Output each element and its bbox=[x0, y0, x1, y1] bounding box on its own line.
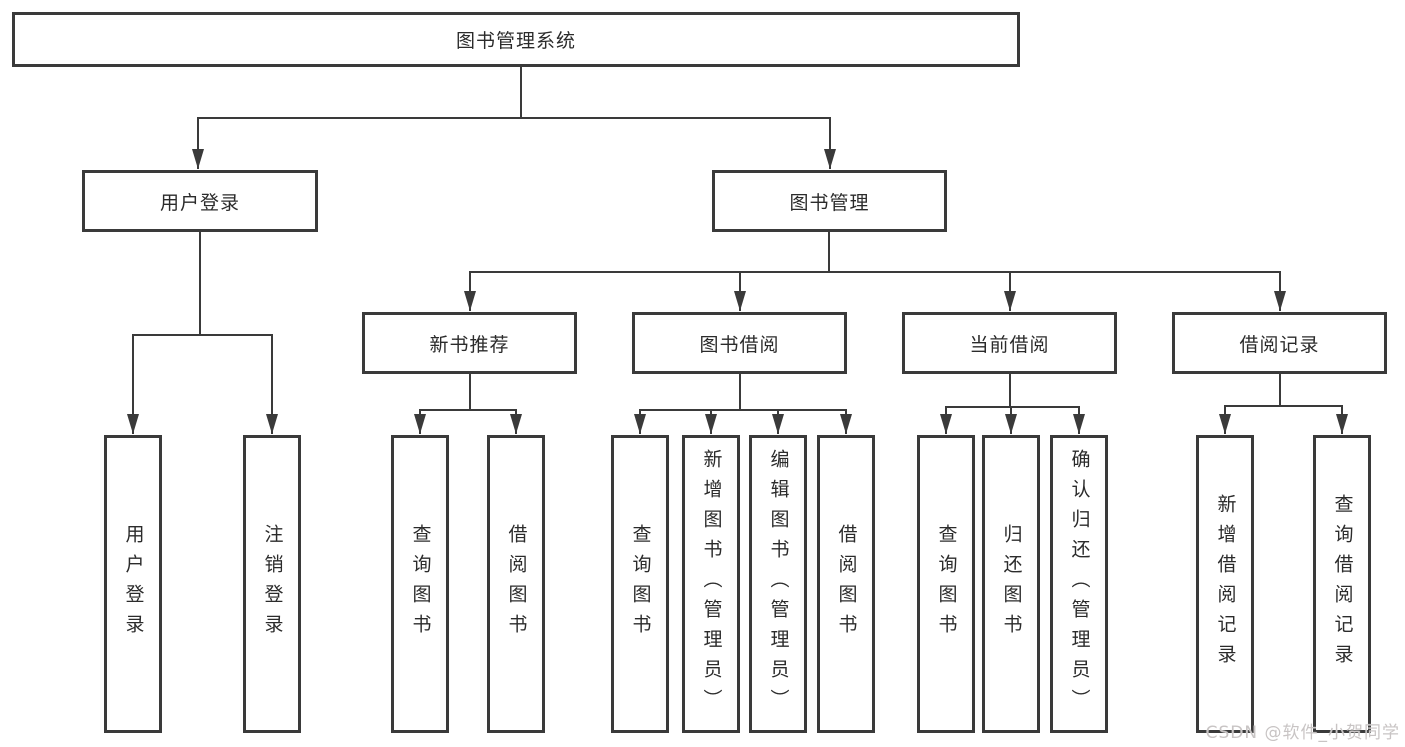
leaf-borrow-books-label: 借阅图书 bbox=[835, 524, 858, 644]
leaf-borrow-books-recommend: 借阅图书 bbox=[487, 435, 545, 733]
leaf-add-borrow-record: 新增借阅记录 bbox=[1196, 435, 1254, 733]
node-user-login-label: 用户登录 bbox=[159, 191, 240, 214]
node-current-borrow: 当前借阅 bbox=[902, 312, 1117, 374]
leaf-confirm-return-admin-label: 确认归还（管理员） bbox=[1068, 449, 1091, 719]
node-borrow-records: 借阅记录 bbox=[1172, 312, 1387, 374]
leaf-borrow-books-recommend-label: 借阅图书 bbox=[505, 524, 528, 644]
leaf-add-borrow-record-label: 新增借阅记录 bbox=[1214, 494, 1237, 674]
leaf-add-book-admin: 新增图书（管理员） bbox=[682, 435, 740, 733]
csdn-watermark: CSDN @软件_小贺同学 bbox=[1205, 723, 1400, 743]
node-current-borrow-label: 当前借阅 bbox=[969, 333, 1050, 356]
node-user-login: 用户登录 bbox=[82, 170, 318, 232]
leaf-query-borrow-record: 查询借阅记录 bbox=[1313, 435, 1371, 733]
leaf-query-books-recommend-label: 查询图书 bbox=[409, 524, 432, 644]
leaf-query-books-current-label: 查询图书 bbox=[935, 524, 958, 644]
node-book-management-label: 图书管理 bbox=[789, 191, 870, 214]
node-root: 图书管理系统 bbox=[12, 12, 1020, 67]
node-root-label: 图书管理系统 bbox=[455, 30, 576, 52]
node-book-borrow-label: 图书借阅 bbox=[699, 333, 780, 356]
leaf-borrow-books: 借阅图书 bbox=[817, 435, 875, 733]
leaf-query-books-current: 查询图书 bbox=[917, 435, 975, 733]
node-borrow-records-label: 借阅记录 bbox=[1239, 333, 1320, 356]
leaf-logout-label: 注销登录 bbox=[261, 524, 284, 644]
node-new-book-recommend-label: 新书推荐 bbox=[429, 333, 510, 356]
leaf-confirm-return-admin: 确认归还（管理员） bbox=[1050, 435, 1108, 733]
leaf-query-borrow-record-label: 查询借阅记录 bbox=[1331, 494, 1354, 674]
leaf-query-books-borrow-label: 查询图书 bbox=[629, 524, 652, 644]
node-book-management: 图书管理 bbox=[712, 170, 947, 232]
leaf-user-login: 用户登录 bbox=[104, 435, 162, 733]
leaf-query-books-recommend: 查询图书 bbox=[391, 435, 449, 733]
leaf-edit-book-admin: 编辑图书（管理员） bbox=[749, 435, 807, 733]
leaf-edit-book-admin-label: 编辑图书（管理员） bbox=[767, 449, 790, 719]
leaf-add-book-admin-label: 新增图书（管理员） bbox=[700, 449, 723, 719]
node-new-book-recommend: 新书推荐 bbox=[362, 312, 577, 374]
leaf-return-books: 归还图书 bbox=[982, 435, 1040, 733]
node-book-borrow: 图书借阅 bbox=[632, 312, 847, 374]
leaf-user-login-label: 用户登录 bbox=[122, 524, 145, 644]
leaf-query-books-borrow: 查询图书 bbox=[611, 435, 669, 733]
leaf-logout: 注销登录 bbox=[243, 435, 301, 733]
leaf-return-books-label: 归还图书 bbox=[1000, 524, 1023, 644]
